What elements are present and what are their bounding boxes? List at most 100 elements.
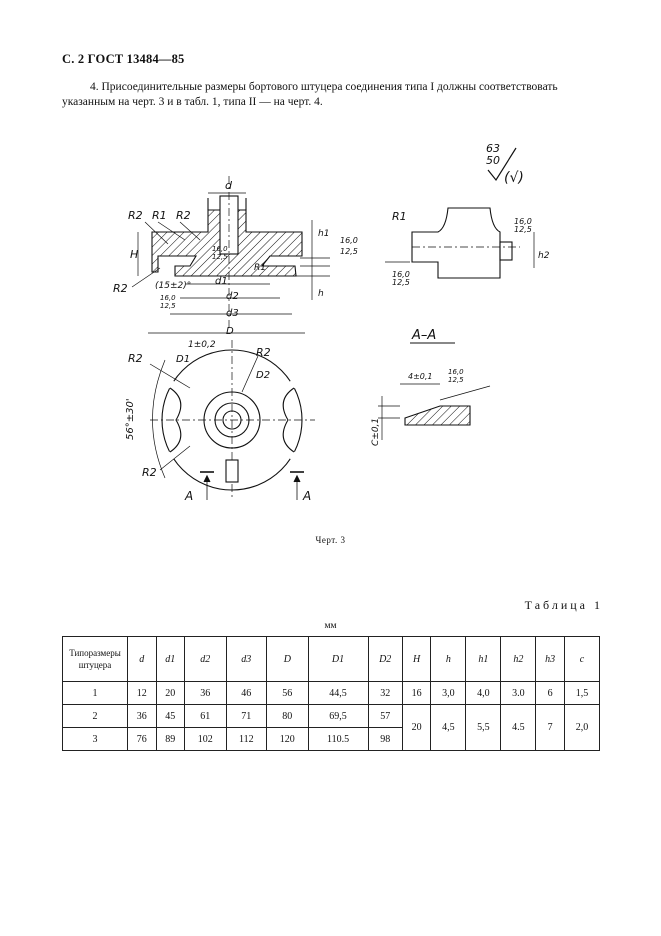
svg-text:R1: R1 (152, 209, 167, 222)
svg-text:(√): (√) (504, 170, 524, 186)
svg-text:R1: R1 (392, 210, 407, 223)
svg-text:D: D (226, 326, 234, 337)
page-header: С. 2 ГОСТ 13484—85 (62, 52, 185, 66)
svg-text:12,5: 12,5 (340, 247, 358, 256)
svg-text:12,5: 12,5 (514, 225, 532, 234)
table-cell: 69,5 (307, 704, 369, 728)
table-cell: 16 (401, 681, 432, 705)
table-row: 2 36 45 61 71 80 69,5 57 20 4,5 5,5 4.5 … (62, 704, 601, 751)
col-header: d1 (155, 636, 186, 682)
table-cell: 44,5 (307, 681, 369, 705)
svg-text:R2: R2 (142, 466, 157, 479)
svg-text:12,5: 12,5 (392, 278, 410, 287)
table-cell: 3.0 (500, 681, 537, 705)
intro-paragraph: 4. Присоединительные размеры бортового ш… (62, 81, 558, 108)
svg-text:R2: R2 (176, 209, 191, 222)
table-cell: 61 (184, 704, 227, 728)
table-cell: 2,0 (563, 704, 601, 751)
col-header: D1 (307, 636, 369, 682)
col-header: h1 (465, 636, 502, 682)
technical-drawing: d R2 R1 R2 H R2 (15±2)° d1 d2 d3 D R1 h1… (113, 142, 550, 503)
table-cell: 2 (62, 704, 128, 728)
col-header: D2 (367, 636, 403, 682)
table-cell: 120 (266, 727, 309, 751)
table-cell: 46 (225, 681, 268, 705)
table-cell: 5,5 (465, 704, 502, 751)
svg-text:h2: h2 (538, 251, 550, 261)
table-cell: 76 (127, 727, 157, 751)
table-cell: 20 (155, 681, 186, 705)
table-row: 3 76 89 102 112 120 110.5 98 (62, 727, 600, 751)
svg-text:1±0,2: 1±0,2 (188, 340, 216, 350)
table-cell: 98 (367, 727, 403, 751)
svg-text:A: A (184, 489, 193, 503)
svg-text:16,0: 16,0 (212, 245, 228, 253)
dimensions-table: Типоразмеры штуцера d d1 d2 d3 D D1 D2 H… (62, 636, 601, 751)
col-header: h3 (535, 636, 565, 682)
svg-text:A: A (302, 489, 311, 503)
svg-text:4±0,1: 4±0,1 (408, 372, 433, 381)
svg-text:R2: R2 (128, 209, 143, 222)
col-header: c (563, 636, 601, 682)
table-header-row: Типоразмеры штуцера d d1 d2 d3 D D1 D2 H… (62, 636, 601, 682)
svg-text:d3: d3 (226, 308, 239, 319)
table-cell: 71 (225, 704, 268, 728)
table-title: Таблица 1 (524, 598, 603, 612)
svg-text:(15±2)°: (15±2)° (155, 281, 191, 291)
svg-text:63: 63 (486, 142, 500, 155)
table-cell: 32 (367, 681, 403, 705)
table-cell: 56 (266, 681, 309, 705)
svg-text:h: h (318, 289, 324, 299)
table-cell: 20 (401, 704, 432, 751)
svg-text:A–A: A–A (411, 328, 436, 343)
svg-text:d: d (225, 179, 233, 192)
table-cell: 36 (127, 704, 157, 728)
svg-text:d2: d2 (226, 291, 239, 302)
table-cell: 3,0 (430, 681, 467, 705)
svg-text:C±0,1: C±0,1 (371, 418, 381, 446)
svg-text:h1: h1 (318, 229, 329, 239)
table-cell: 6 (535, 681, 565, 705)
table-cell: 45 (155, 704, 186, 728)
table-cell: 12 (127, 681, 157, 705)
svg-text:R1: R1 (254, 263, 266, 273)
table-cell: 36 (184, 681, 227, 705)
table-cell: 57 (367, 704, 403, 728)
table-cell: 89 (155, 727, 186, 751)
svg-text:12,5: 12,5 (448, 376, 464, 384)
table-cell: 4,0 (465, 681, 502, 705)
table-cell: 7 (535, 704, 565, 751)
table-cell: 4,5 (430, 704, 467, 751)
col-header: h2 (500, 636, 537, 682)
svg-text:12,5: 12,5 (212, 253, 228, 261)
svg-text:16,0: 16,0 (160, 294, 176, 302)
col-header: h (430, 636, 467, 682)
side-view-body (411, 207, 501, 279)
section-aa-detail (404, 405, 471, 426)
table-unit: мм (324, 621, 337, 631)
svg-text:56°±30': 56°±30' (125, 398, 136, 440)
svg-text:D2: D2 (256, 370, 270, 381)
col-header: H (401, 636, 432, 682)
table-cell: 80 (266, 704, 309, 728)
col-header: d2 (184, 636, 227, 682)
table-cell: 112 (225, 727, 268, 751)
table-row: 1 12 20 36 46 56 44,5 32 16 3,0 4,0 3.0 … (62, 681, 601, 705)
table-cell: 1 (62, 681, 128, 705)
table-cell: 3 (62, 727, 128, 751)
table-cell: 4.5 (500, 704, 537, 751)
svg-text:16,0: 16,0 (392, 270, 410, 279)
figure-caption: Черт. 3 (315, 535, 346, 545)
table-cell: 1,5 (563, 681, 601, 705)
svg-text:D1: D1 (176, 354, 190, 365)
table-cell: 110.5 (307, 727, 369, 751)
svg-text:H: H (130, 248, 138, 261)
col-header: D (266, 636, 309, 682)
svg-text:16,0: 16,0 (448, 368, 464, 376)
svg-text:R2: R2 (128, 352, 143, 365)
svg-text:R2: R2 (113, 282, 128, 295)
svg-text:16,0: 16,0 (514, 217, 532, 226)
svg-text:16,0: 16,0 (340, 236, 358, 245)
table-cell: 102 (184, 727, 227, 751)
col-header: d (127, 636, 157, 682)
